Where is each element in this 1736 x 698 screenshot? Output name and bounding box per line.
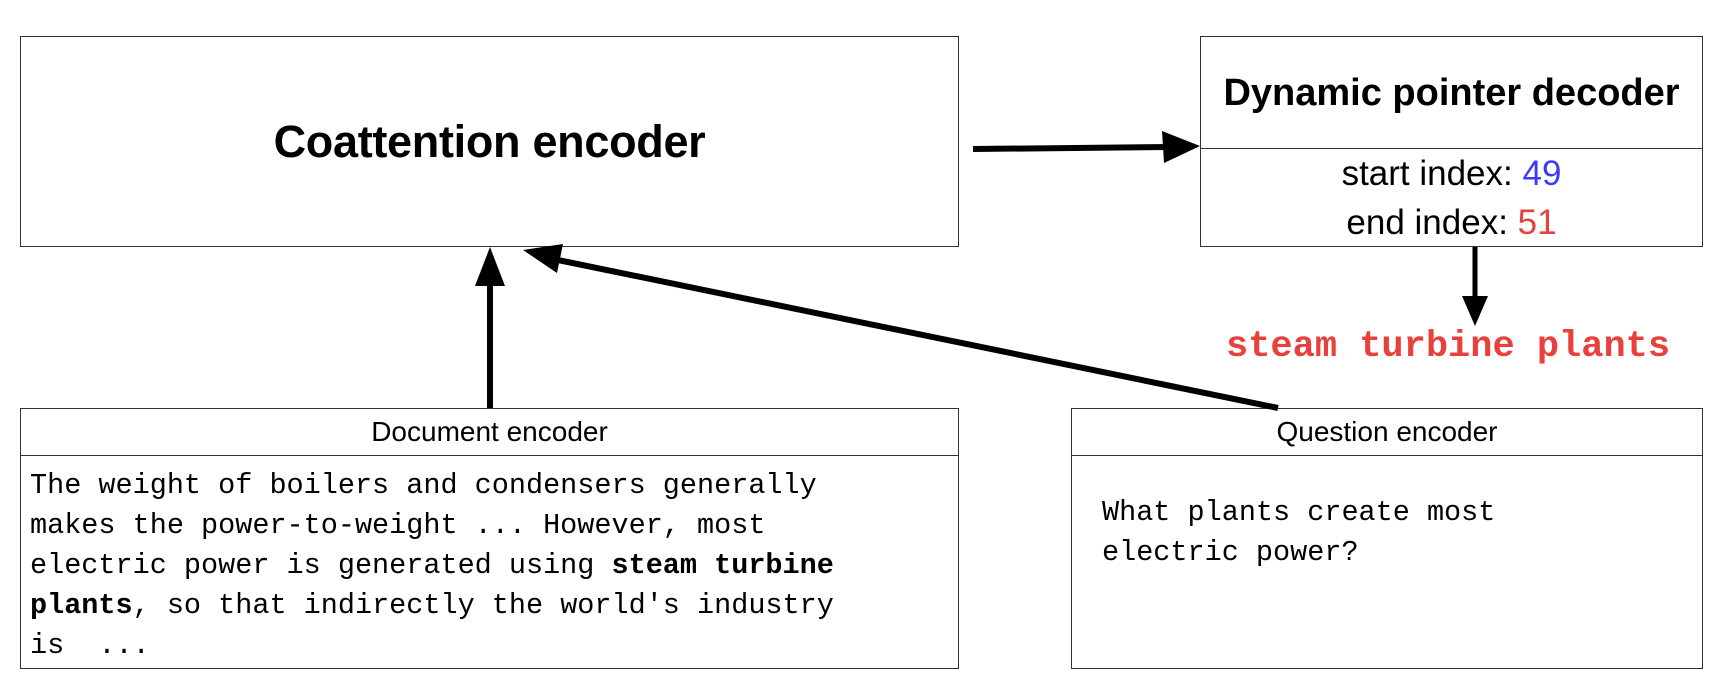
end-index-row: end index: 51: [1201, 198, 1702, 247]
answer-span: steam turbine plants: [1226, 326, 1671, 368]
document-answer-highlight-2: plants: [30, 589, 133, 622]
start-index-row: start index: 49: [1201, 149, 1702, 198]
document-encoder-title: Document encoder: [21, 409, 958, 456]
arrow-decoder-to-answer: [1462, 247, 1488, 326]
dynamic-pointer-decoder-box: Dynamic pointer decoder start index: 49 …: [1200, 36, 1703, 247]
document-line-5: is ...: [30, 629, 150, 662]
start-index-label: start index:: [1341, 154, 1523, 193]
arrow-document-to-coattention: [475, 247, 505, 408]
arrow-coattention-to-decoder: [972, 131, 1200, 163]
coattention-encoder-box: Coattention encoder: [20, 36, 959, 247]
end-index-label: end index:: [1346, 203, 1518, 242]
question-line-1: What plants create most: [1102, 496, 1496, 529]
document-line-1: The weight of boilers and condensers gen…: [30, 469, 817, 502]
document-line-2: makes the power-to-weight ... However, m…: [30, 509, 766, 542]
coattention-encoder-title: Coattention encoder: [273, 115, 706, 167]
question-line-2: electric power?: [1102, 536, 1359, 569]
start-index-value: 49: [1522, 154, 1562, 193]
question-encoder-title: Question encoder: [1072, 409, 1702, 456]
end-index-value: 51: [1517, 203, 1557, 242]
question-text: What plants create most electric power?: [1072, 456, 1702, 573]
question-encoder-box: Question encoder What plants create most…: [1071, 408, 1703, 669]
document-line-4: , so that indirectly the world's industr…: [132, 589, 834, 622]
document-line-3: electric power is generated using: [30, 549, 612, 582]
document-text: The weight of boilers and condensers gen…: [21, 456, 958, 666]
document-answer-highlight-1: steam turbine: [611, 549, 834, 582]
document-encoder-box: Document encoder The weight of boilers a…: [20, 408, 959, 669]
arrow-question-to-coattention: [523, 244, 1279, 411]
dynamic-pointer-decoder-title: Dynamic pointer decoder: [1201, 37, 1702, 149]
